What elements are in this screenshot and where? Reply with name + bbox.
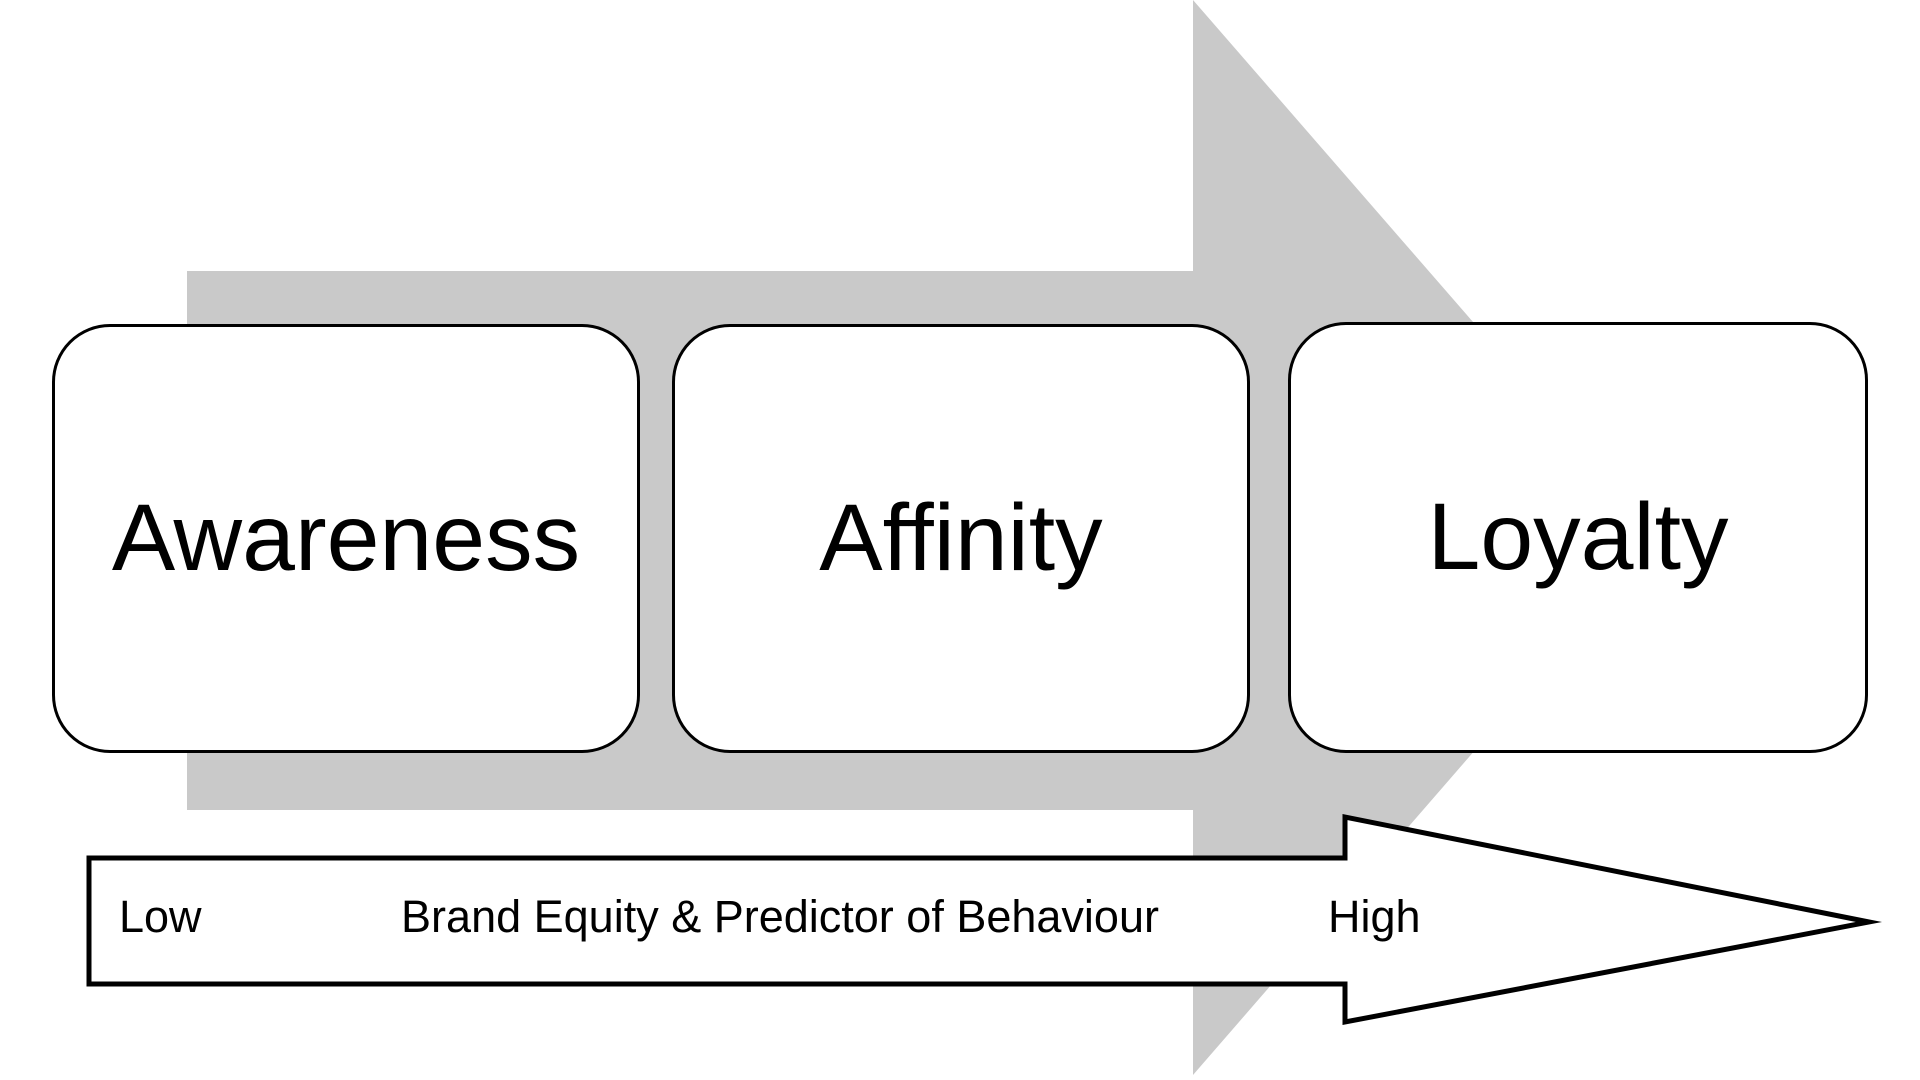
stage-box-awareness: Awareness [52, 324, 640, 753]
axis-high-label: High [1328, 891, 1421, 942]
stage-box-loyalty: Loyalty [1288, 322, 1868, 753]
stage-label-loyalty: Loyalty [1427, 484, 1729, 590]
axis-arrow-shape [86, 813, 1883, 1026]
axis-title-label: Brand Equity & Predictor of Behaviour [401, 891, 1159, 942]
axis-low-label: Low [119, 891, 202, 942]
stage-box-affinity: Affinity [672, 324, 1250, 753]
stage-label-affinity: Affinity [819, 485, 1103, 591]
stage-label-awareness: Awareness [111, 485, 581, 591]
